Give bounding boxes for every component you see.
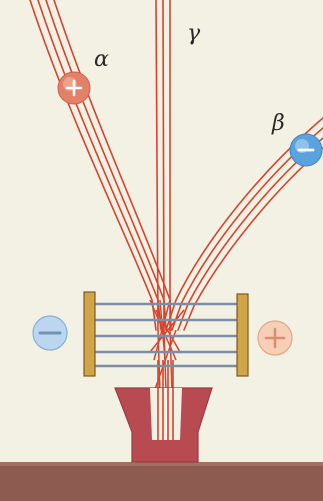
beta-particle	[290, 134, 322, 166]
positive-plate-indicator	[258, 321, 292, 355]
alpha-particle	[58, 72, 90, 104]
beta-label: β	[271, 111, 285, 136]
radioactive-source	[115, 388, 212, 462]
negative-plate-indicator	[33, 316, 67, 350]
right-plate	[237, 294, 248, 376]
alpha-label: α	[94, 47, 109, 72]
beam-overlap	[150, 300, 184, 392]
gamma-label: γ	[187, 21, 201, 46]
left-plate	[84, 292, 95, 376]
deflector-wires	[95, 304, 240, 366]
ground	[0, 462, 323, 501]
